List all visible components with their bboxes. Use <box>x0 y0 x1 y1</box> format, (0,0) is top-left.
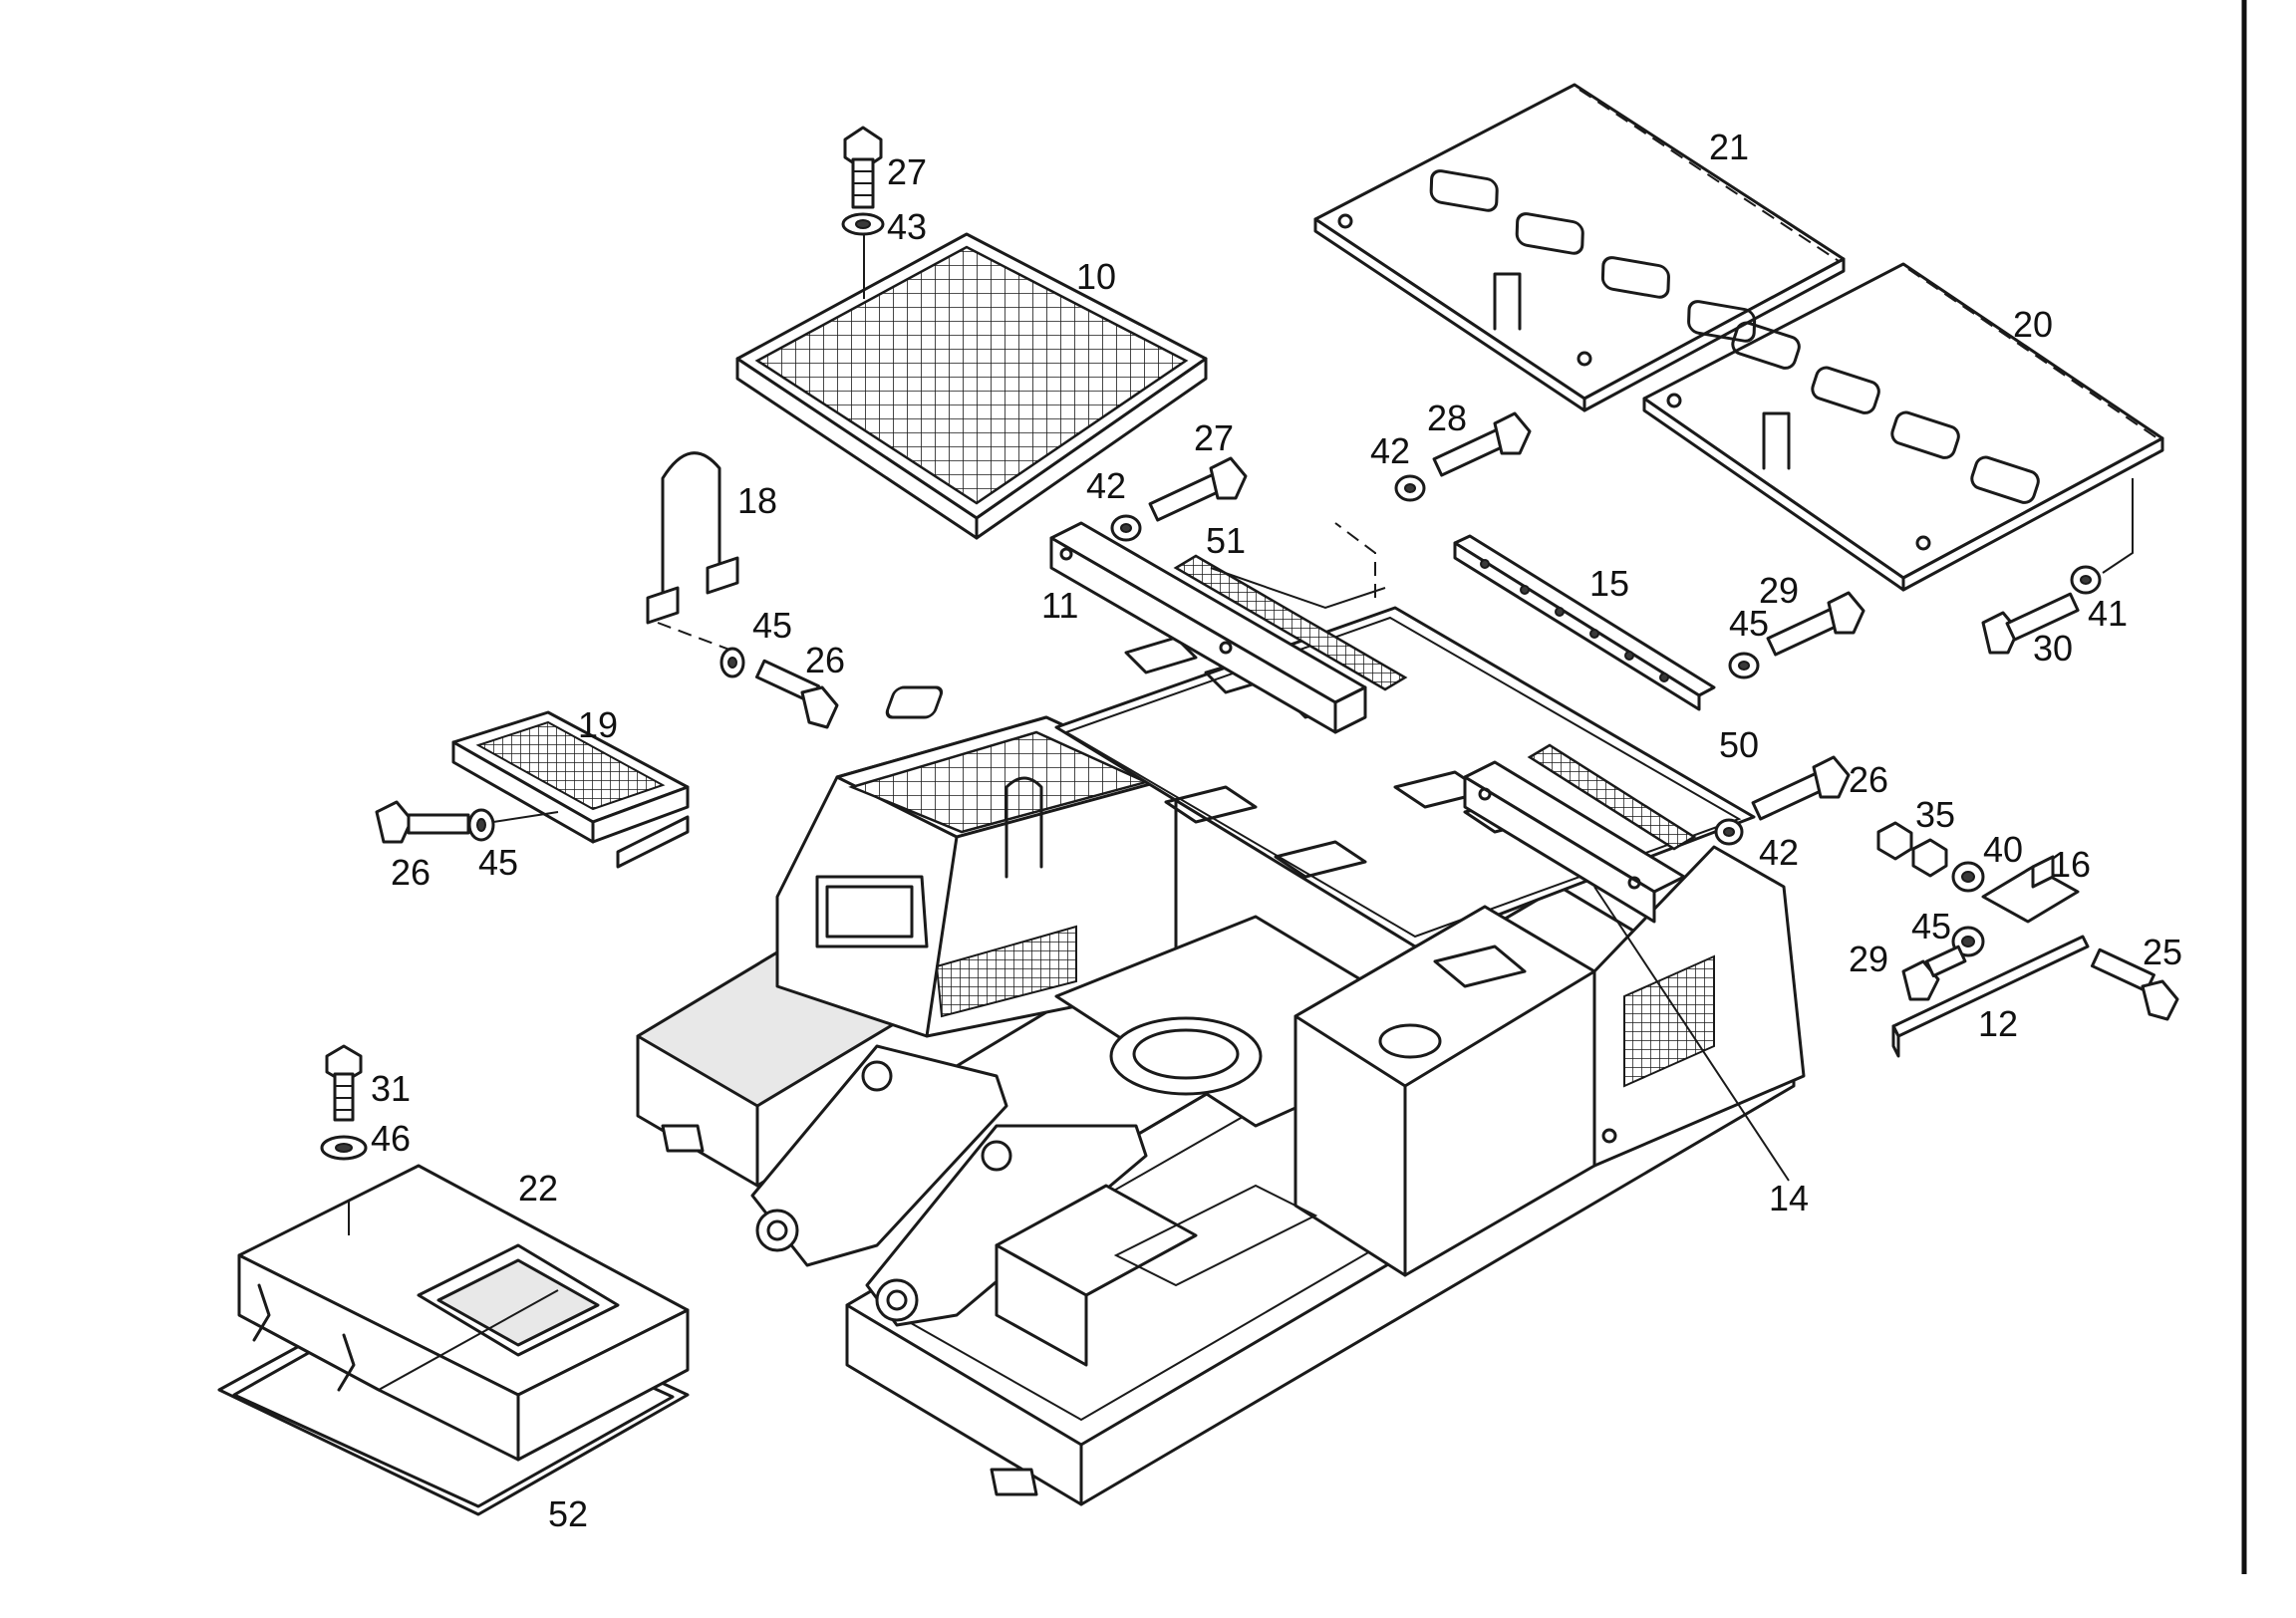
label-45: 45 <box>478 842 518 883</box>
bolt-27-washer-43-top <box>841 126 885 236</box>
label-45: 45 <box>1911 906 1951 946</box>
label-12: 12 <box>1978 1003 2018 1044</box>
label-43: 43 <box>887 206 927 247</box>
part-10-grid-panel <box>735 229 1208 540</box>
part-11-rail <box>1049 521 1367 734</box>
part-51-strip <box>1173 522 1408 691</box>
label-14: 14 <box>1769 1178 1809 1218</box>
label-45: 45 <box>752 605 792 646</box>
label-42: 42 <box>1370 430 1410 471</box>
part-15-rail <box>1453 534 1716 711</box>
part-21-cover-plate <box>1313 83 1846 412</box>
label-21: 21 <box>1709 127 1749 167</box>
label-35: 35 <box>1915 794 1955 835</box>
label-42: 42 <box>1759 832 1799 873</box>
part-14-bracket <box>1463 760 1790 1182</box>
label-51: 51 <box>1206 520 1246 561</box>
label-25: 25 <box>2143 932 2182 972</box>
fasteners <box>375 411 2179 1058</box>
label-50: 50 <box>1719 724 1759 765</box>
part-50-strip <box>1527 743 1697 851</box>
label-26: 26 <box>391 852 430 893</box>
label-46: 46 <box>371 1118 411 1159</box>
label-18: 18 <box>737 480 777 521</box>
label-26: 26 <box>805 640 845 680</box>
label-11: 11 <box>1041 585 1078 626</box>
label-30: 30 <box>2033 628 2073 669</box>
label-16: 16 <box>2051 844 2091 885</box>
label-27: 27 <box>887 151 927 192</box>
label-45: 45 <box>1729 603 1769 644</box>
label-27: 27 <box>1194 417 1234 458</box>
upper-carriage-frame <box>636 606 1806 1506</box>
label-19: 19 <box>578 704 618 745</box>
label-22: 22 <box>518 1168 558 1209</box>
bolt-31-washer-46 <box>320 1044 368 1161</box>
part-20-cover-plate <box>1642 262 2164 592</box>
part-labels: 27 43 10 21 20 18 42 27 28 42 51 11 15 2… <box>371 127 2182 1534</box>
label-29: 29 <box>1849 939 1888 979</box>
label-41: 41 <box>2088 593 2128 634</box>
label-26: 26 <box>1849 759 1888 800</box>
label-29: 29 <box>1759 570 1799 611</box>
label-28: 28 <box>1427 398 1467 438</box>
label-10: 10 <box>1076 256 1116 297</box>
label-20: 20 <box>2013 304 2053 345</box>
part-19-step <box>451 710 690 869</box>
label-15: 15 <box>1589 563 1629 604</box>
label-52: 52 <box>548 1493 588 1534</box>
part-22-cover <box>237 1164 690 1462</box>
label-40: 40 <box>1983 829 2023 870</box>
part-18-handle <box>646 451 739 654</box>
label-42: 42 <box>1086 465 1126 506</box>
label-31: 31 <box>371 1068 411 1109</box>
